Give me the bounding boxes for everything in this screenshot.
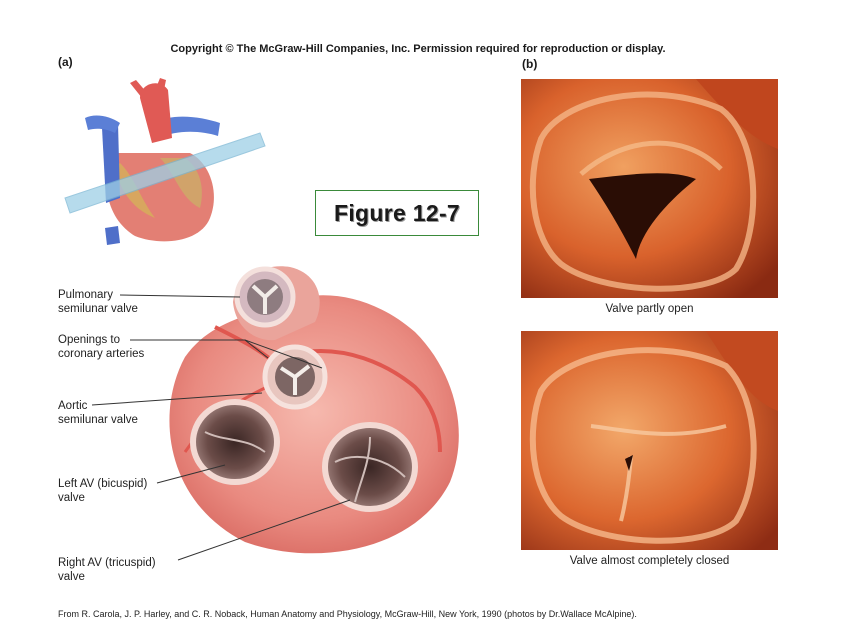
photo-valve-almost-closed [521, 331, 778, 550]
photo-caption-bottom: Valve almost completely closed [569, 555, 730, 567]
panel-a-label: (a) [58, 55, 73, 69]
photo-valve-partly-open [521, 79, 778, 298]
copyright-notice: Copyright © The McGraw-Hill Companies, I… [170, 43, 666, 55]
source-credit: From R. Carola, J. P. Harley, and C. R. … [58, 609, 637, 619]
photo-caption-top: Valve partly open [605, 303, 694, 315]
panel-b-label: (b) [522, 57, 538, 71]
figure-title: Figure 12-7 [315, 190, 479, 236]
heart-valves-illustration [169, 266, 459, 554]
label-right-av-valve: Right AV (tricuspid)valve [58, 557, 156, 583]
heart-overview-illustration [64, 78, 266, 245]
label-left-av-valve: Left AV (bicuspid)valve [58, 478, 148, 504]
